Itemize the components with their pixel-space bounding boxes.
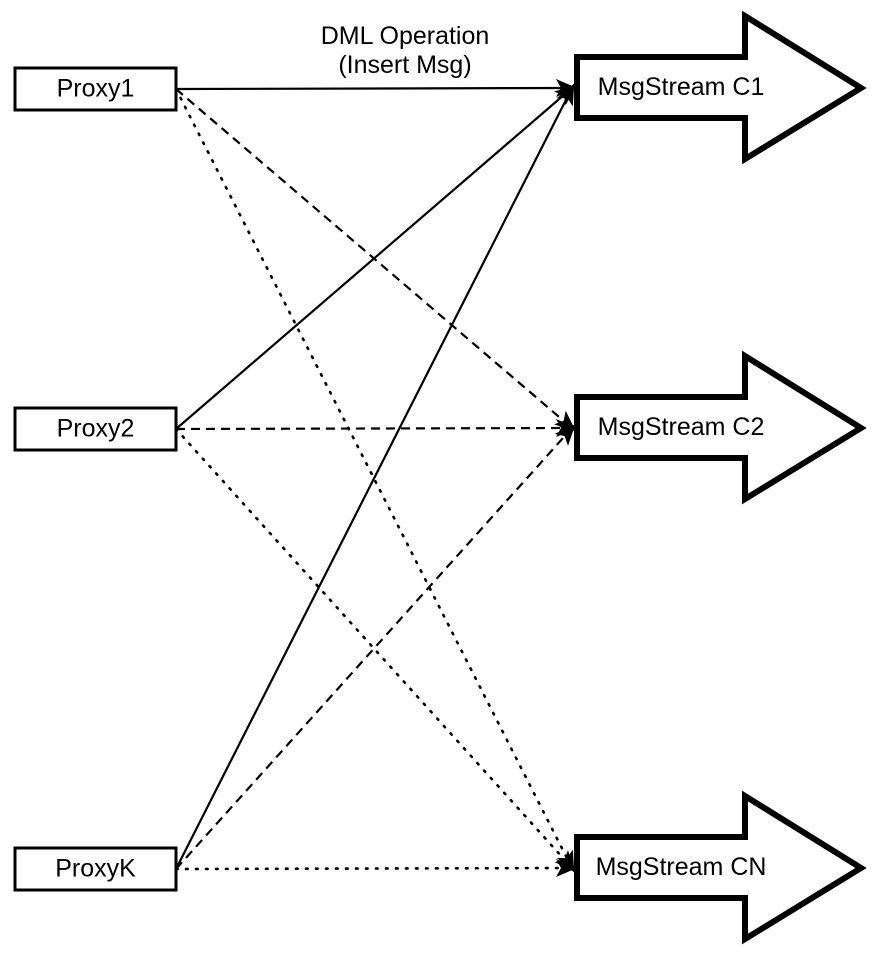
- stream-arrow-shape-cn: [574, 790, 867, 945]
- streams-layer: MsgStream C1 MsgStream C2 MsgStream CN: [574, 10, 867, 945]
- stream-arrow-shape-c1: [574, 10, 867, 165]
- annotation-line-1: DML Operation: [321, 22, 490, 50]
- annotation-line-2: (Insert Msg): [338, 51, 471, 79]
- arrowhead-proxyK-to-c2: [554, 424, 576, 446]
- arrowhead-proxyK-to-cn: [555, 859, 577, 878]
- arrowheads-layer: [553, 79, 577, 878]
- edges-layer: [174, 86, 574, 871]
- edge-proxyK-to-cn: [174, 866, 574, 871]
- proxy-node-proxy1: Proxy1: [13, 66, 178, 112]
- proxy-label-proxy2: Proxy2: [57, 415, 135, 443]
- stream-label-cn: MsgStream CN: [596, 853, 767, 881]
- proxy-label-proxy1: Proxy1: [57, 75, 135, 103]
- stream-c2: MsgStream C2: [574, 350, 867, 505]
- stream-c1: MsgStream C1: [574, 10, 867, 165]
- stream-arrow-shape-c2: [574, 350, 867, 505]
- stream-label-c1: MsgStream C1: [598, 73, 765, 101]
- edge-proxy1-to-c1: [175, 86, 573, 91]
- stream-label-c2: MsgStream C2: [598, 413, 765, 441]
- edge-proxy2-to-c2: [175, 426, 573, 431]
- edge-proxyK-to-c2: [175, 427, 573, 870]
- edge-proxyK-to-c1: [175, 87, 573, 870]
- proxy-box-proxyK: [13, 846, 178, 892]
- arrowhead-proxyK-to-c1: [556, 83, 575, 107]
- proxy-node-proxyK: ProxyK: [13, 846, 178, 892]
- proxy-node-proxy2: Proxy2: [13, 406, 178, 452]
- proxy-box-proxy1: [13, 66, 178, 112]
- edge-proxy2-to-cn: [174, 427, 574, 870]
- proxy-label-proxyK: ProxyK: [55, 855, 136, 883]
- edge-proxy2-to-c1: [175, 87, 573, 430]
- dml-operation-annotation: DML Operation (Insert Msg): [321, 22, 490, 79]
- stream-cn: MsgStream CN: [574, 790, 867, 945]
- proxy-box-proxy2: [13, 406, 178, 452]
